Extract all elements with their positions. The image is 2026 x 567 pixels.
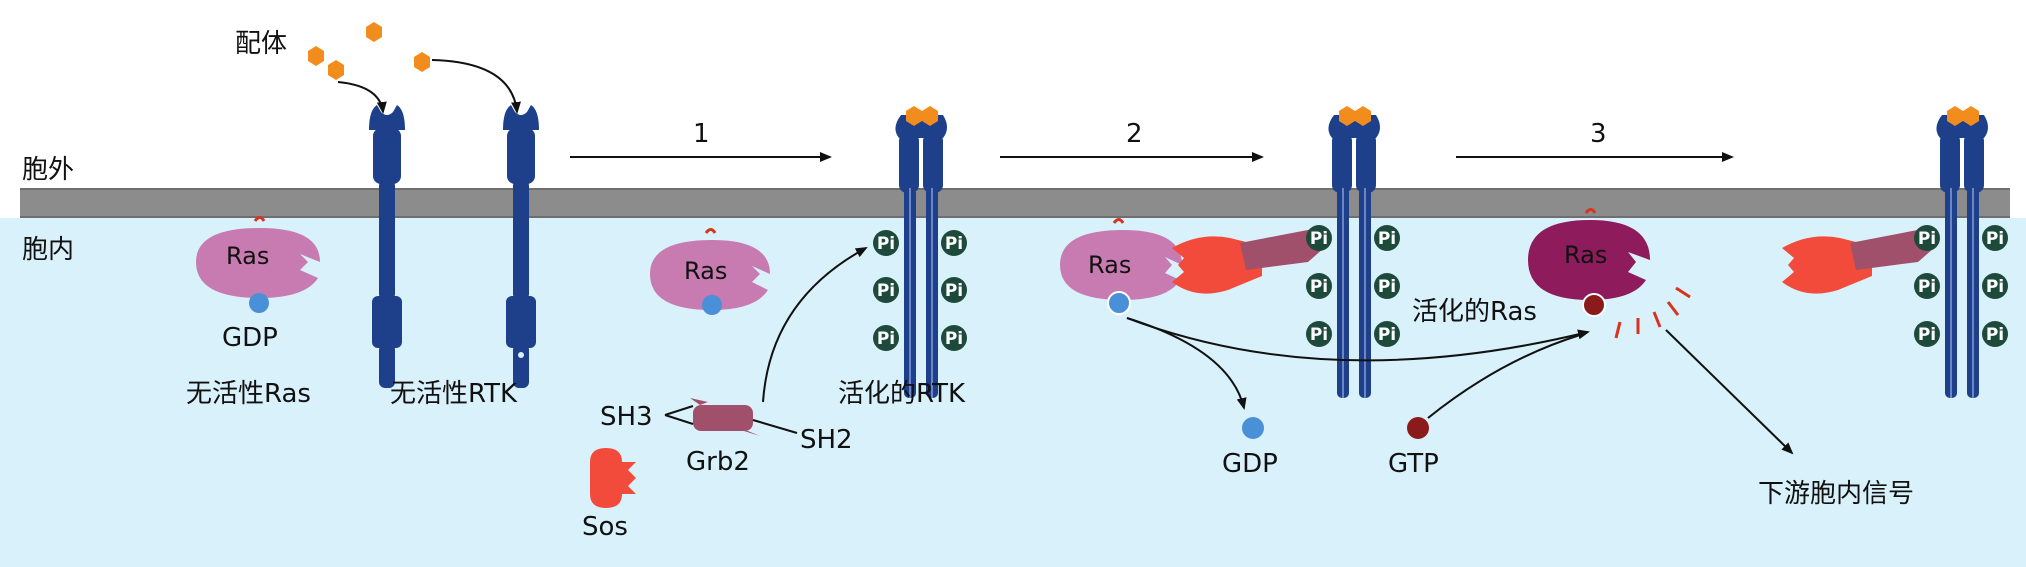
grb2-recruit-arrow [762,247,868,403]
inactive-ras-label: 无活性Ras [186,379,311,409]
downstream-arrow [1665,329,1794,455]
ras-label-active: Ras [1564,241,1607,269]
sh3-bracket [664,405,694,425]
step-label-2: 2 [1126,119,1143,149]
ras-label-3: Ras [1088,251,1131,279]
pi-label: Pi [1378,325,1396,345]
incoming-gtp-dot [1407,417,1429,439]
ligand-4 [414,52,430,72]
step-label-1: 1 [693,119,710,149]
pi-label: Pi [1310,277,1328,297]
sh2-label: SH2 [800,425,853,455]
ligand-3 [328,60,344,80]
pi-label: Pi [1918,325,1936,345]
pi-label: Pi [1918,229,1936,249]
pi-label: Pi [945,234,963,254]
sh3-label: SH3 [600,402,653,432]
phosphates-rtk-3 [1914,225,2008,347]
pi-label: Pi [877,329,895,349]
released-gdp-dot [1242,417,1264,439]
pi-label: Pi [1986,277,2004,297]
extracellular-label: 胞外 [22,155,74,185]
inactive-ras-3 [1060,218,1182,315]
pi-label: Pi [1310,229,1328,249]
step-label-3: 3 [1590,119,1607,149]
pi-label: Pi [1918,277,1936,297]
pi-label: Pi [945,329,963,349]
inactive-rtk-label: 无活性RTK [390,379,518,409]
gtp-binding-arrow [1427,334,1581,419]
ligand-2 [308,46,324,66]
downstream-signal-label: 下游胞内信号 [1758,479,1914,509]
ligand-binding-arrow-1 [337,81,387,114]
gtp-dot [1582,293,1606,317]
pi-label: Pi [877,281,895,301]
phosphates-rtk-1 [873,230,967,351]
sos-bound-1 [1172,236,1262,294]
sos-protein [590,448,636,508]
pi-label: Pi [877,234,895,254]
ligand-pair-2 [1339,106,1371,126]
ras-label-1: Ras [226,242,269,270]
cell-membrane [20,188,2010,218]
ligand-molecules [308,22,430,80]
sos-label: Sos [582,512,628,542]
exchange-arrow [1126,317,1590,362]
phosphates-rtk-2 [1306,225,1400,347]
gdp-dot [1107,291,1131,315]
activated-rtk-label: 活化的RTK [838,379,966,409]
inactive-ras-2 [650,228,770,315]
sos-bound-2 [1782,236,1872,294]
ligand-1 [366,22,382,42]
cytoplasm-region [0,218,2026,567]
sh2-connector [752,419,798,434]
activation-burst [1614,286,1691,339]
pi-label: Pi [1310,325,1328,345]
pi-label: Pi [1986,325,2004,345]
grb2-adaptor [690,398,760,436]
pi-label: Pi [1986,229,2004,249]
inactive-ras-1 [196,216,320,313]
pi-label: Pi [1378,229,1396,249]
pi-label: Pi [1378,277,1396,297]
pi-label: Pi [945,281,963,301]
grb2-bound-2 [1850,228,1934,270]
grb2-label: Grb2 [686,447,750,477]
ras-label-2: Ras [684,257,727,285]
activated-ras-label: 活化的Ras [1412,297,1537,327]
ligand-label: 配体 [235,29,287,59]
gdp-dot [702,295,722,315]
ligand-binding-arrow-2 [431,59,521,114]
activated-ras [1528,208,1650,317]
gdp-label-1: GDP [222,323,278,353]
intracellular-label: 胞内 [22,235,74,265]
gdp-dot [249,293,269,313]
ligand-pair-1 [906,106,938,126]
gdp-label-2: GDP [1222,449,1278,479]
gtp-label: GTP [1388,449,1439,479]
grb2-bound-1 [1240,228,1324,270]
ligand-pair-3 [1947,106,1979,126]
extracellular-region [0,0,2026,188]
